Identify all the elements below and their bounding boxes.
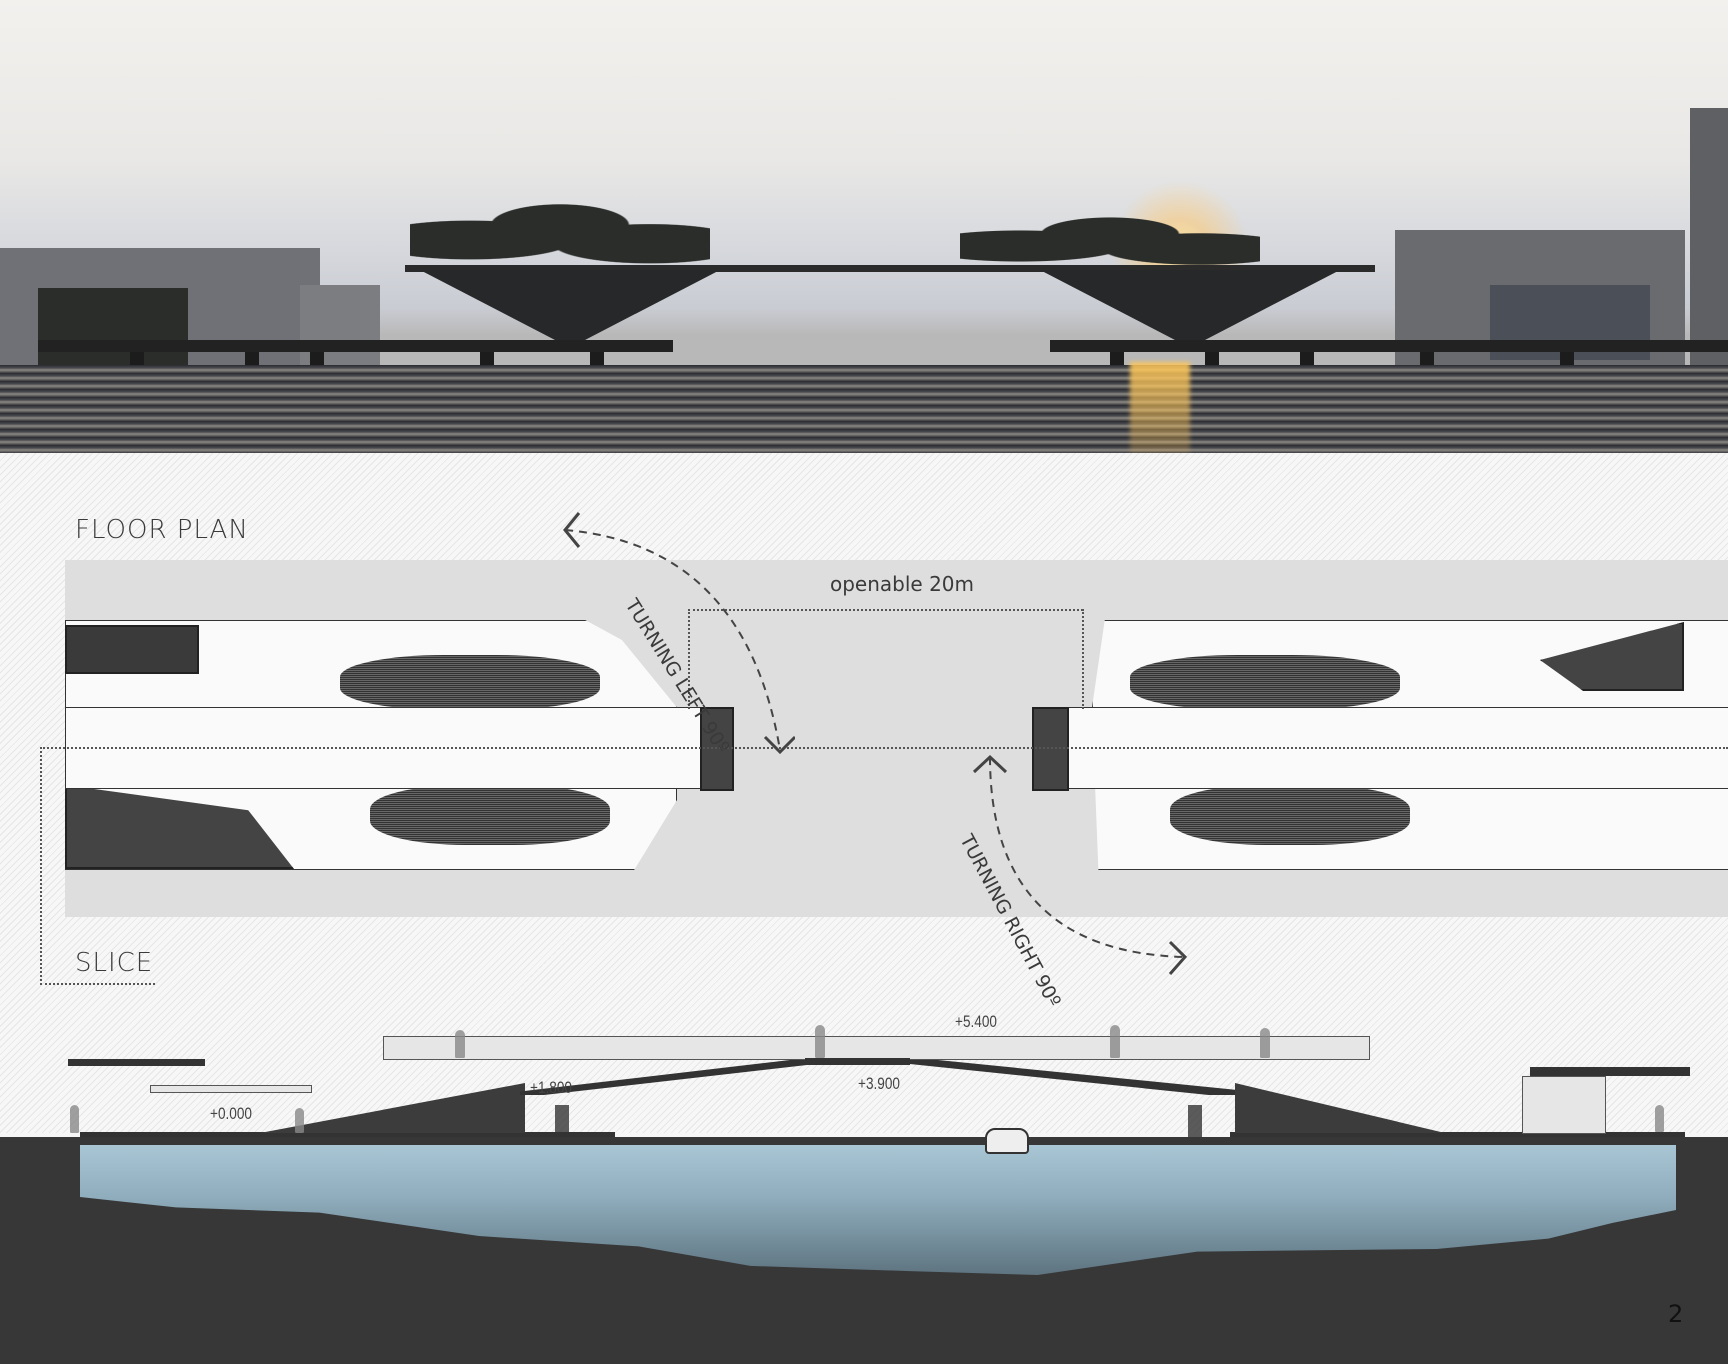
hero-render-image — [0, 0, 1728, 453]
person-silhouette — [815, 1025, 825, 1058]
tree-support-left — [420, 270, 720, 340]
center-axis-line — [40, 747, 1728, 749]
turning-left-arc — [563, 512, 795, 755]
slice-title: SLICE — [75, 948, 154, 978]
canopy-left — [68, 1059, 205, 1066]
page-number: 2 — [1668, 1300, 1684, 1328]
water-surface — [0, 365, 1728, 453]
right-planting-top — [1130, 655, 1400, 710]
deck-trees-right — [960, 210, 1260, 270]
left-hinge-block — [700, 707, 734, 791]
person-silhouette — [295, 1108, 304, 1133]
sun-reflection — [1130, 362, 1190, 453]
bridge-crown — [805, 1058, 910, 1065]
openable-dimension-line — [688, 609, 1083, 611]
pier-left — [38, 340, 673, 352]
section-cut-line — [40, 747, 42, 985]
person-silhouette — [455, 1030, 465, 1058]
section-cut-line-bottom — [40, 983, 155, 985]
left-planting-top — [340, 655, 600, 710]
deck-trees-left — [410, 195, 710, 270]
person-silhouette — [70, 1105, 79, 1133]
right-hinge-block — [1032, 707, 1069, 791]
tree-support-right — [1040, 270, 1340, 340]
pier-right — [1050, 340, 1728, 352]
right-planting-bottom — [1170, 785, 1410, 845]
canopy-left-light — [150, 1085, 312, 1093]
openable-extension-right — [1082, 609, 1084, 709]
tower-right — [1690, 108, 1728, 370]
person-silhouette — [1110, 1025, 1120, 1058]
person-silhouette — [1260, 1028, 1270, 1058]
elevation-5400: +5.400 — [955, 1012, 997, 1031]
pavilion-roof-right — [1530, 1067, 1690, 1076]
pavilion-left — [38, 288, 188, 368]
elevation-1800: +1.800 — [530, 1078, 572, 1097]
person-silhouette — [1655, 1105, 1664, 1132]
openable-label: openable 20m — [830, 572, 975, 596]
elevation-0000: +0.000 — [210, 1104, 252, 1123]
bridge-deck — [405, 265, 1375, 272]
left-dark-block-top — [65, 625, 199, 674]
elevation-3900: +3.900 — [858, 1074, 900, 1093]
left-planting-bottom — [370, 785, 610, 845]
openable-extension-left — [688, 609, 690, 709]
floor-plan-title: FLOOR PLAN — [75, 515, 249, 545]
pavilion-right — [1522, 1076, 1606, 1134]
turning-right-arc — [972, 754, 1188, 975]
boat-icon — [985, 1128, 1029, 1154]
upper-deck-section — [383, 1036, 1370, 1060]
